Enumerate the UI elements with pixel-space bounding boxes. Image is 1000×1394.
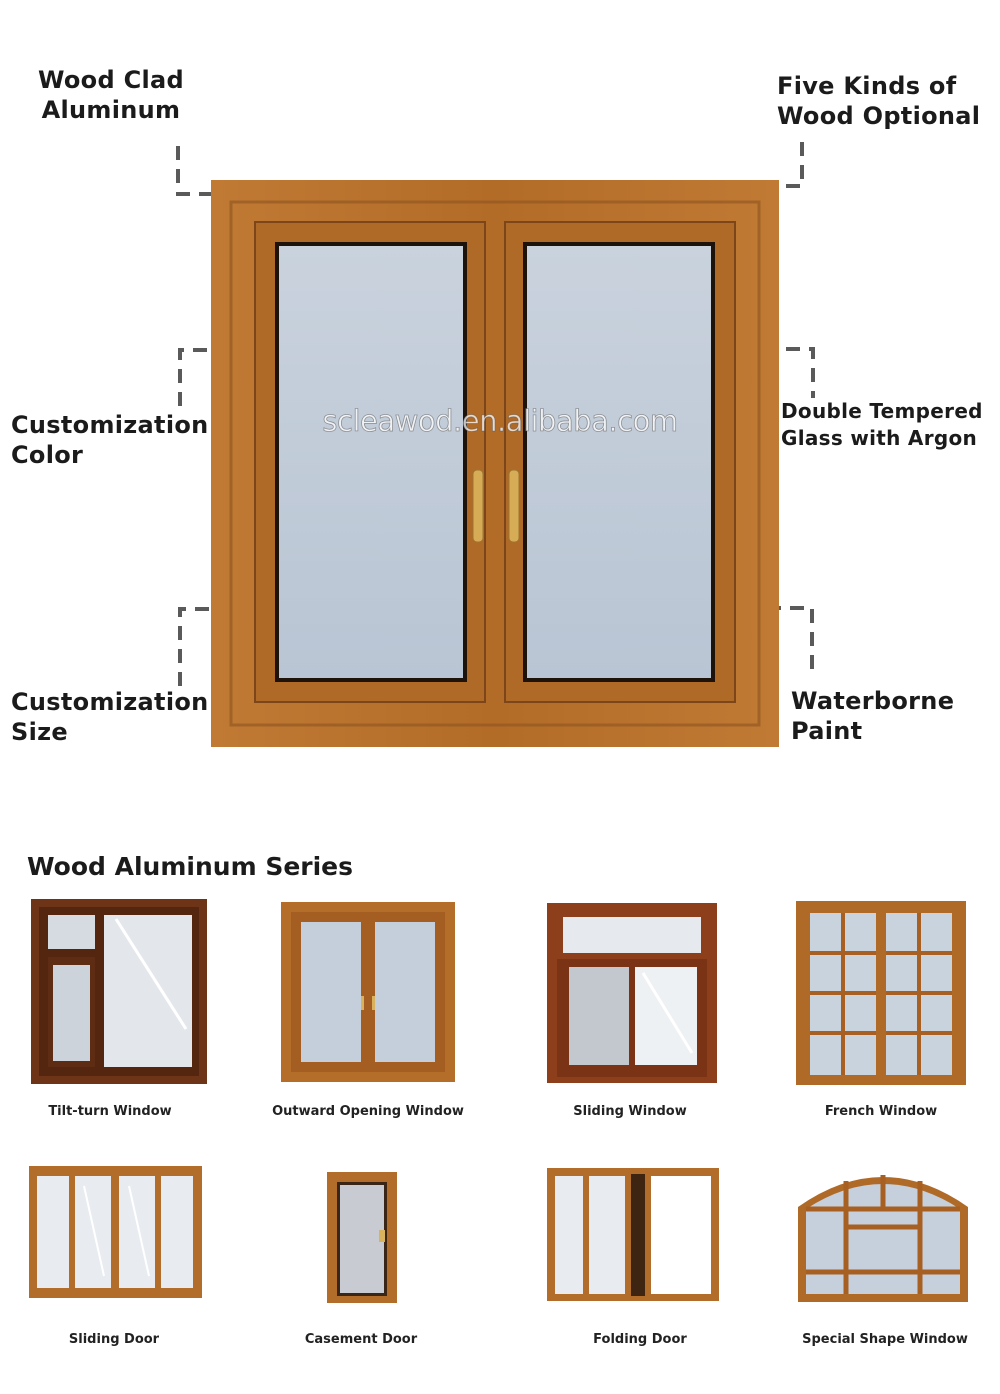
feature-customization-size: Customization Size: [11, 688, 209, 746]
product-label-french-window: French Window: [824, 1104, 938, 1119]
feature-wood-clad-aluminum: Wood Clad Aluminum: [37, 66, 185, 124]
product-image-sliding-window: [547, 903, 717, 1083]
product-image-casement-door: [327, 1172, 397, 1303]
watermark-text: scleawod.en.alibaba.com: [322, 404, 678, 439]
product-label-outward-opening-window: Outward Opening Window: [272, 1104, 464, 1119]
product-image-tilt-turn-window: [31, 899, 207, 1084]
leader-line-glass: [694, 347, 815, 398]
product-image-special-shape-window: [798, 1175, 968, 1302]
product-image-outward-opening-window: [281, 902, 455, 1082]
feature-five-kinds-of-wood: Five Kinds of Wood Optional: [777, 72, 981, 130]
feature-double-tempered-glass: Double Tempered Glass with Argon: [781, 399, 983, 450]
feature-waterborne-paint: Waterborne Paint: [791, 687, 955, 745]
product-image-folding-door: [547, 1168, 719, 1301]
product-label-sliding-window: Sliding Window: [573, 1104, 687, 1119]
product-label-folding-door: Folding Door: [593, 1332, 687, 1347]
product-label-casement-door: Casement Door: [304, 1332, 418, 1347]
product-label-tilt-turn-window: Tilt-turn Window: [48, 1104, 172, 1119]
product-image-french-window: [796, 901, 966, 1085]
hero-casement-window-image: [211, 180, 779, 747]
product-label-special-shape-window: Special Shape Window: [802, 1332, 968, 1347]
series-title: Wood Aluminum Series: [27, 852, 354, 881]
feature-customization-color: Customization Color: [11, 411, 209, 469]
product-image-sliding-door: [29, 1166, 202, 1298]
product-label-sliding-door: Sliding Door: [68, 1332, 160, 1347]
